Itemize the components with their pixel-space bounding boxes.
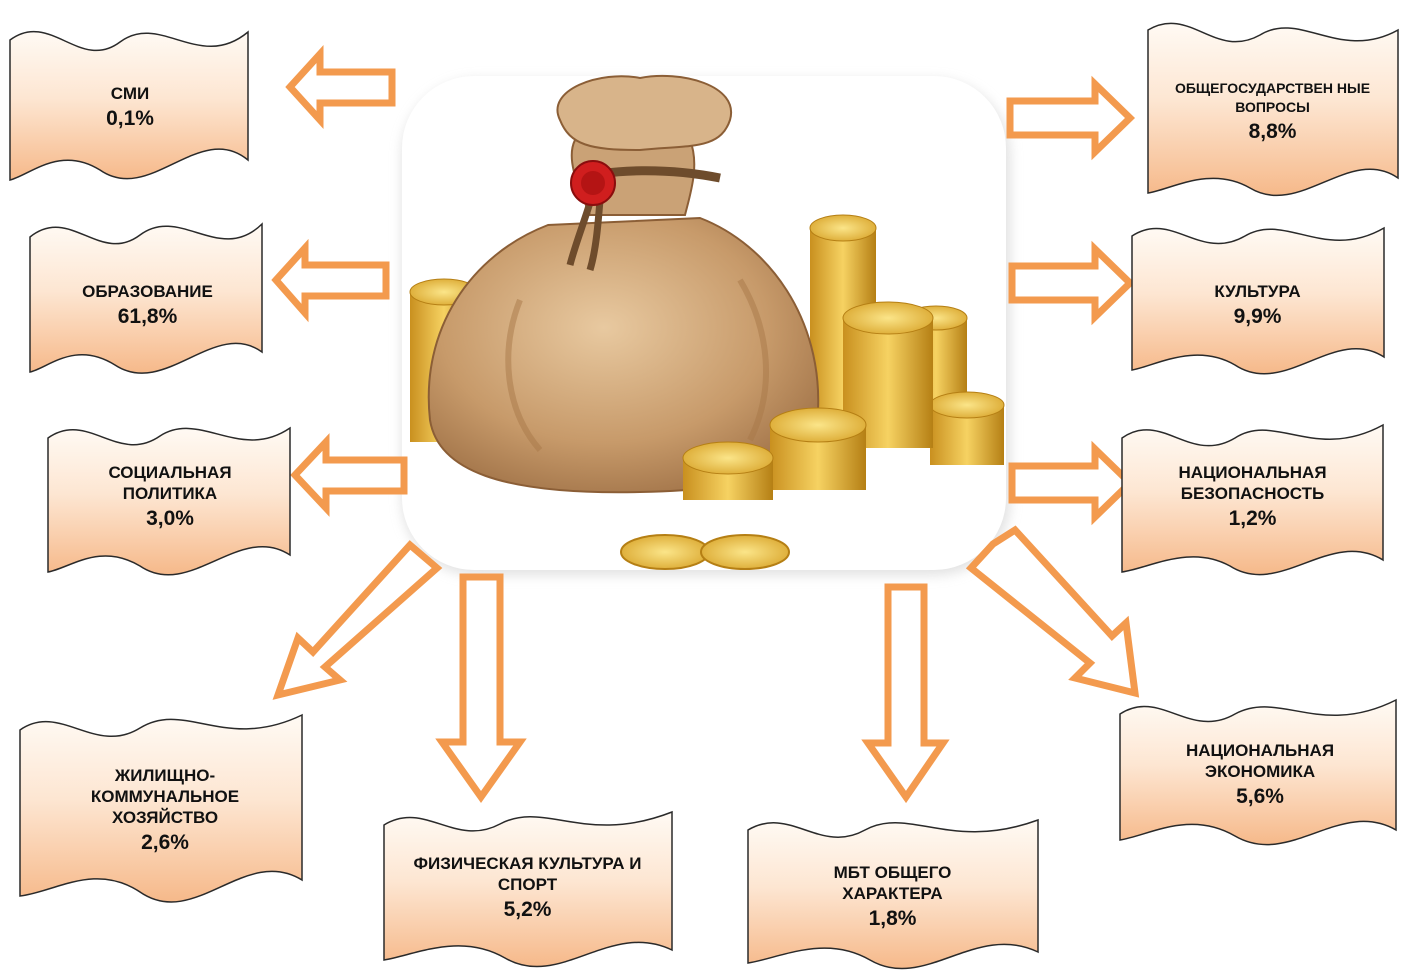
- sector-name: ЖИЛИЩНО-КОММУНАЛЬНОЕ ХОЗЯЙСТВО: [90, 765, 240, 827]
- sector-label-bezopasnost: НАЦИОНАЛЬНАЯ БЕЗОПАСНОСТЬ 1,2%: [1135, 452, 1370, 542]
- arrow-left-icon: [290, 433, 408, 517]
- sector-label-kultura: КУЛЬТУРА 9,9%: [1145, 270, 1370, 340]
- sector-name: НАЦИОНАЛЬНАЯ БЕЗОПАСНОСТЬ: [1178, 463, 1327, 503]
- arrow-down-icon: [861, 583, 950, 804]
- coin-icon: [620, 534, 790, 570]
- arrow-down-right-icon: [965, 525, 1140, 698]
- banner-smi: [9, 30, 249, 181]
- sector-percent: 9,9%: [1233, 304, 1282, 328]
- sector-name: КУЛЬТУРА: [1214, 281, 1301, 301]
- sector-name: ОБЩЕГОСУДАРСТВЕН НЫЕ ВОПРОСЫ: [1174, 80, 1371, 115]
- banner-ekonomika: [1119, 698, 1397, 846]
- sector-name: ОБРАЗОВАНИЕ: [82, 281, 213, 301]
- arrow-down-icon: [435, 573, 527, 804]
- sector-name: СОЦИАЛЬНАЯ ПОЛИТИКА: [108, 463, 232, 503]
- sector-percent: 1,2%: [1228, 507, 1277, 530]
- arrow-left-icon: [285, 44, 396, 130]
- sector-percent: 5,6%: [1236, 785, 1284, 808]
- sector-name: МБТ ОБЩЕГО ХАРАКТЕРА: [833, 863, 952, 903]
- banner-bezopasnost: [1121, 423, 1384, 576]
- banner-zhkh: [19, 713, 303, 903]
- sector-percent: 2,6%: [141, 830, 189, 854]
- sector-label-ekonomika: НАЦИОНАЛЬНАЯ ЭКОНОМИКА 5,6%: [1140, 730, 1380, 820]
- arrow-right-icon: [1008, 440, 1136, 526]
- arrow-down-left-icon: [272, 540, 443, 700]
- sector-percent: 0,1%: [106, 106, 154, 130]
- banner-social: [47, 426, 291, 576]
- coin-stack-icon: [929, 391, 1005, 465]
- sector-label-social: СОЦИАЛЬНАЯ ПОЛИТИКА 3,0%: [65, 452, 275, 542]
- banner-obrazovanie: [29, 222, 263, 374]
- sector-label-mbt: МБТ ОБЩЕГО ХАРАКТЕРА 1,8%: [765, 852, 1020, 942]
- banner-mbt: [747, 818, 1039, 970]
- sector-label-zhkh: ЖИЛИЩНО-КОММУНАЛЬНОЕ ХОЗЯЙСТВО 2,6%: [45, 755, 285, 865]
- sector-label-sport: ФИЗИЧЕСКАЯ КУЛЬТУРА И СПОРТ 5,2%: [400, 843, 655, 933]
- coin-stack-icon: [682, 441, 774, 500]
- sector-label-obshchegos: ОБЩЕГОСУДАРСТВЕН НЫЕ ВОПРОСЫ 8,8%: [1160, 72, 1385, 152]
- coin-stack-icon: [769, 407, 867, 490]
- banner-obshchegos: [1147, 22, 1399, 197]
- sector-percent: 3,0%: [146, 507, 194, 530]
- sector-percent: 61,8%: [117, 304, 178, 328]
- banner-kultura: [1131, 226, 1385, 375]
- arrow-right-icon: [1008, 240, 1136, 326]
- sector-label-obrazovanie: ОБРАЗОВАНИЕ 61,8%: [45, 270, 250, 340]
- sector-label-smi: СМИ 0,1%: [30, 72, 230, 142]
- sector-percent: 5,2%: [503, 898, 552, 921]
- arrow-left-icon: [271, 238, 390, 323]
- banner-sport: [383, 810, 673, 968]
- sector-percent: 8,8%: [1248, 120, 1297, 143]
- sector-percent: 1,8%: [868, 907, 917, 930]
- sector-name: СМИ: [110, 83, 150, 103]
- money-bag-with-coins-icon: [409, 74, 1005, 570]
- sector-name: ФИЗИЧЕСКАЯ КУЛЬТУРА И СПОРТ: [413, 854, 642, 894]
- sector-name: НАЦИОНАЛЬНАЯ ЭКОНОМИКА: [1185, 741, 1335, 781]
- arrow-right-icon: [1006, 75, 1136, 161]
